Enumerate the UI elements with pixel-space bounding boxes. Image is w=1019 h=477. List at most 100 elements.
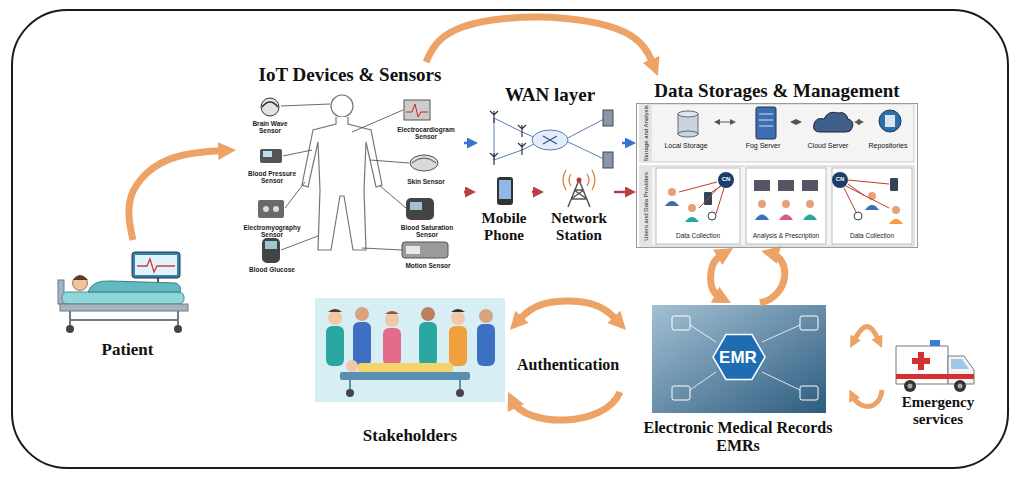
sensor-icon — [263, 151, 272, 157]
data-collection-icon — [892, 206, 900, 214]
sensor-label: Electromyography Sensor — [240, 224, 304, 239]
sensor-icon — [404, 100, 430, 120]
patient-bed — [62, 292, 184, 304]
connector-arrow — [464, 191, 471, 194]
patient-bed — [70, 319, 178, 321]
wan-network-icon — [603, 110, 613, 126]
connector-arrow — [532, 191, 539, 194]
patient-bed — [177, 311, 179, 326]
wan-network-icon — [518, 125, 526, 137]
sensor-icon — [406, 198, 434, 220]
sensor-icon — [406, 104, 428, 117]
sensor-icon — [261, 98, 279, 116]
emergency-node: Emergency services — [882, 334, 994, 434]
cycle-arrow-decoration — [512, 392, 620, 420]
outer-frame — [12, 10, 1008, 468]
edge-label: Authentication — [514, 356, 622, 374]
node-label: Electronic Medical Records EMRs — [628, 419, 848, 455]
patient-figure: Patient — [53, 240, 202, 362]
sensor-label: Brain Wave Sensor — [244, 120, 296, 135]
network-tower-icon — [577, 178, 582, 183]
node-label: Repositories — [866, 142, 910, 150]
emr-illustration — [800, 386, 818, 400]
analysis-icon — [803, 215, 817, 221]
node-label: Local Storage — [660, 142, 712, 150]
storage-panel — [746, 168, 826, 244]
device-node: Network Station — [544, 172, 614, 256]
data-collection-icon — [679, 182, 717, 192]
mobile-phone-icon — [497, 177, 513, 205]
patient-bed — [88, 281, 181, 292]
storage-icon — [756, 107, 776, 139]
stakeholders-illustration — [385, 311, 399, 314]
cycle-arrow-decoration — [760, 253, 785, 303]
ambulance-icon — [908, 384, 913, 389]
connector-arrow — [129, 150, 227, 240]
stakeholders-illustration — [315, 298, 505, 402]
storage-panel — [640, 104, 652, 162]
sensor-leader-line — [281, 104, 330, 106]
stakeholders-illustration — [353, 322, 371, 366]
stakeholders-illustration — [328, 309, 342, 312]
storage-icon — [885, 115, 895, 127]
wan-network-icon — [490, 110, 613, 168]
analysis-icon — [754, 180, 770, 191]
node-label: Fog Server — [738, 142, 788, 150]
cn-label: CN — [832, 176, 848, 183]
emr-illustration — [690, 325, 716, 342]
sensor-leader-line — [362, 248, 402, 250]
data-collection-icon — [712, 186, 721, 192]
data-collection-icon — [668, 188, 676, 196]
panel-label: Analysis & Prescription — [746, 232, 826, 239]
sensor-label: Skin Sensor — [398, 178, 454, 185]
patient-bed — [60, 304, 188, 311]
stakeholders-illustration — [419, 322, 437, 366]
connector-arrow — [793, 122, 799, 123]
analysis-icon — [782, 200, 790, 208]
wan-region: WAN layer — [478, 82, 622, 174]
patient-bed — [132, 252, 180, 278]
stakeholders-illustration — [449, 326, 467, 366]
ambulance-icon — [912, 352, 930, 370]
connector-arrow — [717, 122, 733, 123]
cycle-arrow-decoration — [852, 390, 882, 406]
network-tower-icon — [563, 170, 595, 207]
sensor-icon — [262, 102, 278, 107]
data-collection-icon — [890, 178, 898, 191]
sensor-icon — [262, 238, 280, 263]
data-collection-icon — [889, 219, 903, 224]
emr-box: EMR Electronic Medical Records EMRs — [626, 303, 850, 468]
emr-illustration — [762, 372, 800, 390]
stakeholders-illustration — [383, 328, 401, 366]
device-node: Mobile Phone — [476, 172, 532, 256]
data-collection-icon — [685, 217, 699, 222]
node-label: Cloud Server — [804, 142, 852, 150]
data-collection-icon — [688, 204, 696, 212]
patient-bed — [69, 311, 71, 326]
data-collection-icon — [865, 205, 879, 210]
sensor-icon — [265, 241, 277, 249]
storage-item: Repositories — [864, 104, 912, 154]
data-collection-icon — [848, 180, 889, 184]
stakeholders-illustration — [340, 372, 470, 380]
storage-panel — [832, 168, 912, 244]
storage-item: Local Storage — [658, 110, 714, 154]
stakeholders-group: Stakeholders — [310, 296, 510, 456]
storage-icon — [814, 112, 853, 132]
node-label: EMR — [628, 348, 848, 367]
storage-panel — [640, 166, 652, 246]
storage-icon — [678, 131, 698, 137]
stakeholders-illustration — [326, 326, 344, 366]
analysis-icon — [755, 215, 769, 221]
data-collection-icon — [832, 172, 848, 188]
data-collection-icon — [665, 201, 679, 206]
ambulance-icon — [930, 340, 940, 346]
sensor-label: Blood Pressure Sensor — [244, 170, 300, 185]
patient-bed — [135, 255, 177, 275]
stakeholders-illustration — [451, 311, 465, 325]
data-collection-icon — [708, 212, 716, 220]
analysis-icon — [778, 180, 794, 191]
connector-arrow — [622, 142, 631, 145]
iot-region: IoT Devices & Sensors — [236, 62, 464, 274]
human-body-figure — [302, 95, 382, 250]
